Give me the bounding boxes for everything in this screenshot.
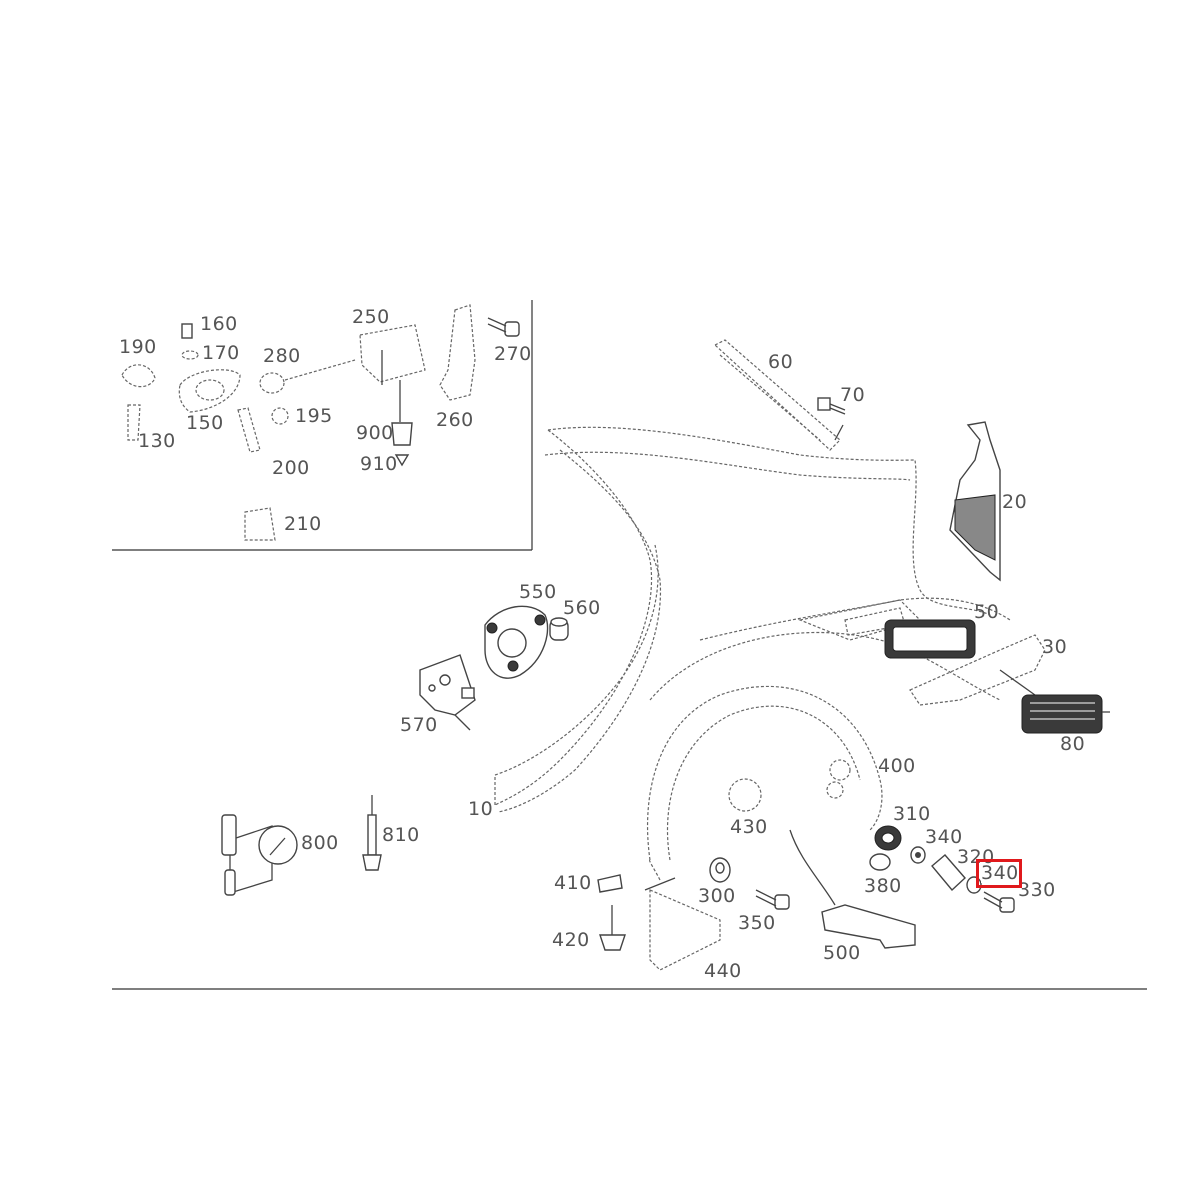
callout-570: 570 xyxy=(400,714,438,736)
callout-20: 20 xyxy=(1002,491,1028,513)
callout-900: 900 xyxy=(356,422,394,444)
callout-430: 430 xyxy=(730,816,768,838)
callout-400: 400 xyxy=(878,755,916,777)
part-570-latch xyxy=(419,654,476,731)
callout-350: 350 xyxy=(738,912,776,934)
inset-parts xyxy=(121,304,520,541)
callout-260: 260 xyxy=(436,409,474,431)
callout-420: 420 xyxy=(552,929,590,951)
callout-410: 410 xyxy=(554,872,592,894)
callout-340: 340 xyxy=(925,826,963,848)
callout-500: 500 xyxy=(823,942,861,964)
part-30-bracket xyxy=(909,634,1046,706)
part-810-rivet xyxy=(362,795,382,871)
wheel-liner xyxy=(647,685,883,881)
callout-800: 800 xyxy=(301,832,339,854)
quarter-panel-outline xyxy=(494,426,1011,813)
callout-300: 300 xyxy=(698,885,736,907)
callout-310: 310 xyxy=(893,803,931,825)
callout-80: 80 xyxy=(1060,733,1086,755)
part-410-clip xyxy=(597,874,623,893)
part-430-cable xyxy=(789,829,836,906)
highlight-box xyxy=(976,859,1022,888)
part-80-vent xyxy=(1021,694,1110,734)
part-310-bushing xyxy=(874,825,902,851)
callout-150: 150 xyxy=(186,412,224,434)
callout-910: 910 xyxy=(360,453,398,475)
part-440-strip xyxy=(644,877,721,971)
callout-60: 60 xyxy=(768,351,794,373)
callout-560: 560 xyxy=(563,597,601,619)
part-380-spacer xyxy=(869,853,891,871)
part-20-bracket xyxy=(949,421,1001,582)
callout-810: 810 xyxy=(382,824,420,846)
callout-440: 440 xyxy=(704,960,742,982)
callout-50: 50 xyxy=(974,601,1000,623)
part-300-grommet xyxy=(709,857,731,883)
part-550-plate xyxy=(484,605,549,679)
callout-160: 160 xyxy=(200,313,238,335)
callout-30: 30 xyxy=(1042,636,1068,658)
callout-130: 130 xyxy=(138,430,176,452)
part-800-kit xyxy=(221,814,298,896)
part-500-bracket xyxy=(821,904,916,949)
callout-195: 195 xyxy=(295,405,333,427)
part-420-pin xyxy=(599,905,626,951)
part-560-bushing xyxy=(549,617,569,641)
part-330-bolt xyxy=(983,891,1015,913)
part-350-bolt xyxy=(755,889,790,910)
callout-280: 280 xyxy=(263,345,301,367)
callout-70: 70 xyxy=(840,384,866,406)
part-60-strip xyxy=(713,339,844,451)
callout-190: 190 xyxy=(119,336,157,358)
callout-330: 330 xyxy=(1018,879,1056,901)
callout-210: 210 xyxy=(284,513,322,535)
callout-200: 200 xyxy=(272,457,310,479)
callout-270: 270 xyxy=(494,343,532,365)
callout-550: 550 xyxy=(519,581,557,603)
part-340-washer-a xyxy=(910,846,926,864)
callout-250: 250 xyxy=(352,306,390,328)
callout-340-highlighted: 340 xyxy=(981,862,1019,884)
part-70-bolt xyxy=(817,397,846,415)
part-50-grille xyxy=(884,619,976,659)
callout-10: 10 xyxy=(468,798,494,820)
callout-380: 380 xyxy=(864,875,902,897)
callout-170: 170 xyxy=(202,342,240,364)
part-320-sleeve xyxy=(931,854,966,892)
